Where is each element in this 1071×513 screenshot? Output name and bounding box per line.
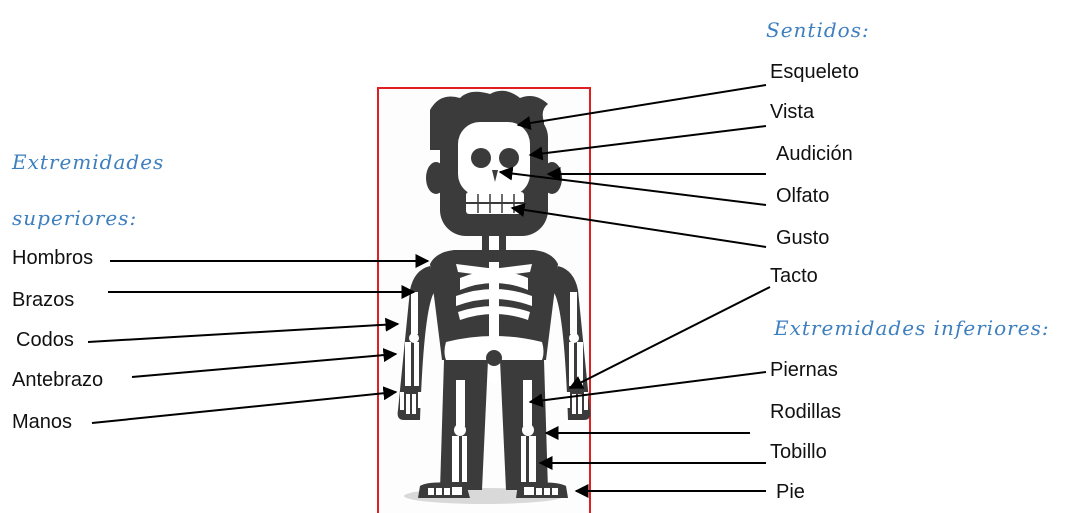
- left-eye: [471, 148, 491, 168]
- label-antebrazo: Antebrazo: [12, 370, 103, 390]
- label-vista: Vista: [770, 102, 814, 122]
- label-olfato: Olfato: [776, 186, 829, 206]
- heading-senses: Sentidos:: [766, 20, 870, 40]
- arrow-antebrazo: [132, 354, 396, 377]
- label-hombros: Hombros: [12, 248, 93, 268]
- label-rodillas: Rodillas: [770, 402, 841, 422]
- skull: [458, 122, 530, 196]
- label-tacto: Tacto: [770, 266, 818, 286]
- label-codos: Codos: [16, 330, 74, 350]
- heading-upper-limbs-line2: superiores:: [12, 208, 137, 228]
- arrow-manos: [92, 392, 396, 423]
- label-pie: Pie: [776, 482, 805, 502]
- label-piernas: Piernas: [770, 360, 838, 380]
- label-esqueleto: Esqueleto: [770, 62, 859, 82]
- right-eye: [499, 148, 519, 168]
- label-audicion: Audición: [776, 144, 853, 164]
- label-gusto: Gusto: [776, 228, 829, 248]
- label-tobillo: Tobillo: [770, 442, 827, 462]
- label-manos: Manos: [12, 412, 72, 432]
- arrow-codos: [88, 324, 398, 342]
- arrow-tacto: [570, 287, 770, 388]
- spine: [489, 262, 499, 342]
- heading-upper-limbs-line1: Extremidades: [12, 152, 164, 172]
- label-brazos: Brazos: [12, 290, 74, 310]
- heading-lower-limbs: Extremidades inferiores:: [774, 318, 1050, 338]
